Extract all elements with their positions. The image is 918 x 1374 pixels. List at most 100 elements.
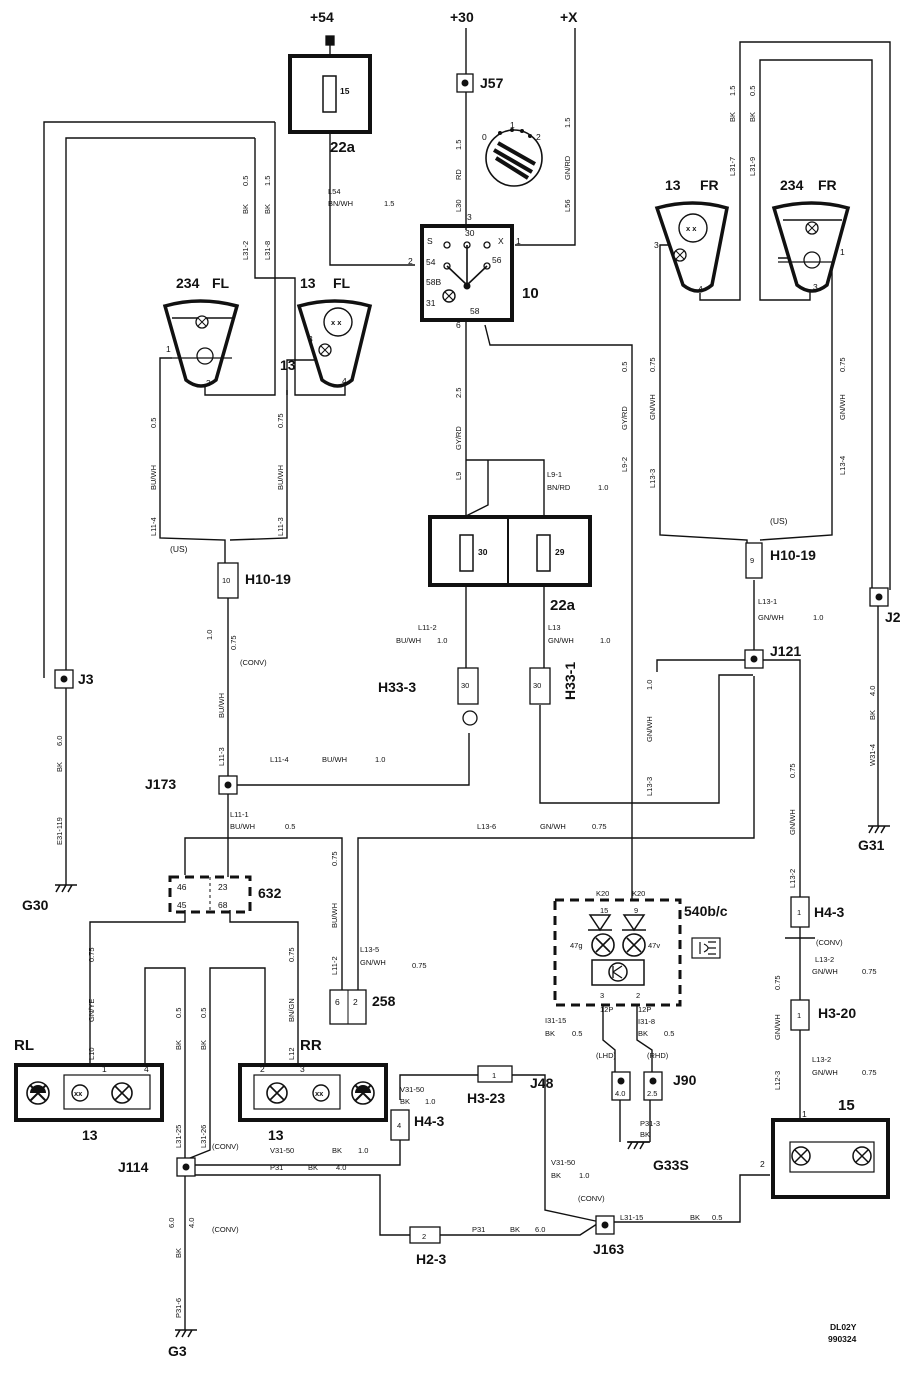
fl13-pin3: 3 — [308, 334, 313, 344]
wl-l31-26-bk: BK — [199, 1040, 208, 1050]
wl-i31-8-bk: BK — [638, 1029, 648, 1038]
wl-l11-3-top: L11-3 — [276, 517, 285, 536]
supply-plusx: +X — [560, 9, 578, 25]
wl-l56: L56 — [563, 199, 572, 212]
h4-3-right-pin: 1 — [797, 908, 801, 917]
wl-buwh05-s: 0.5 — [149, 418, 158, 428]
fuse-box-22a-top — [288, 54, 372, 134]
wire-l12 — [229, 910, 299, 1065]
wl-i31-15-bk: BK — [545, 1029, 555, 1038]
connector-632: 46 23 45 68 632 — [168, 875, 282, 914]
wire-labels: 1.5 RD L30 1.5 GN/RD L56 L54 BN/WH 1.5 0… — [55, 86, 877, 1318]
wl-gnwh136: GN/WH — [540, 822, 566, 831]
sw-term-2: 2 — [408, 256, 413, 266]
sw-term-6: 6 — [456, 320, 461, 330]
sw-term-58: 58 — [470, 306, 480, 316]
wl-12p-b: 12P — [638, 1005, 651, 1014]
wl-l31-8: L31-8 — [263, 241, 272, 260]
wl-gnye: GN/YE — [87, 999, 96, 1022]
wl-bk15r: BK — [728, 112, 737, 122]
g30-symbol — [55, 884, 77, 893]
lamp-15: 15 1 2 — [760, 1097, 890, 1199]
wl-l13-3-top: L13-3 — [648, 469, 657, 488]
h4-3-right-box — [790, 896, 810, 928]
wl-l10: L10 — [87, 1047, 96, 1060]
wl-gyrd05: GY/RD — [620, 406, 629, 430]
wl-p31-bk: BK — [308, 1163, 318, 1172]
lamp-13-fl: x x 13 FL 3 4 13 — [280, 275, 373, 388]
c632-label: 632 — [258, 885, 282, 901]
j90-right-box — [643, 1071, 663, 1101]
rr-pin3: 3 — [300, 1064, 305, 1074]
footer-date: 990324 — [828, 1334, 857, 1344]
h3-23-label: H3-23 — [467, 1090, 505, 1106]
h4-3-left-pin: 4 — [397, 1121, 401, 1130]
fr234-pin1: 1 — [840, 247, 845, 257]
sw-term-31: 31 — [426, 298, 436, 308]
wire-l31-25 — [144, 967, 186, 1160]
fl13-pin4: 4 — [342, 376, 347, 386]
wl-bnwh: BN/WH — [328, 199, 353, 208]
wl-gnrd-s: 1.5 — [563, 118, 572, 128]
diode-9: 9 — [634, 906, 638, 915]
h10-19-right-box — [745, 542, 763, 579]
wire-v31-50b — [399, 1074, 601, 1223]
h2-3-box — [409, 1226, 441, 1244]
wl-buwh075-s: 0.75 — [276, 413, 285, 428]
c632-46: 46 — [177, 882, 187, 892]
sw-term-1: 1 — [516, 236, 521, 246]
wl-l31-15-bk: BK — [690, 1213, 700, 1222]
wl-l13: L13 — [548, 623, 561, 632]
lamp-13-fr: x x 13 FR 3 4 — [654, 177, 730, 294]
ign-pos-0: 0 — [482, 132, 487, 142]
wl-v31-50b: V31-50 — [270, 1146, 294, 1155]
wl-buwh-mid2: BU/WH — [322, 755, 347, 764]
g3-symbol — [175, 1329, 197, 1338]
ign-pos-1: 1 — [510, 120, 515, 130]
wl-conv-l: (CONV) — [240, 658, 267, 667]
wl-conv-b: (CONV) — [212, 1225, 239, 1234]
wl-buwh112: BU/WH — [396, 636, 421, 645]
wire-fl13-3 — [286, 359, 320, 395]
wl-s60: 6.0 — [167, 1218, 176, 1228]
h33-3-box — [457, 667, 479, 705]
c540-t2: 2 — [636, 991, 640, 1000]
plus54-terminal — [325, 35, 335, 46]
lamp13fr-fr: FR — [700, 177, 719, 193]
wire-l9-2 — [484, 324, 633, 900]
wl-bk-g3: BK — [174, 1248, 183, 1258]
wl-l31-2: L31-2 — [241, 241, 250, 260]
wire-l11-4-top — [159, 357, 226, 565]
h3-20-box — [790, 999, 810, 1031]
wl-v31-50b-bk: BK — [332, 1146, 342, 1155]
wl-bk05l-s: 0.5 — [241, 176, 250, 186]
wl-l11-4-top: L11-4 — [149, 517, 158, 536]
wl-l13-2v: L13-2 — [788, 869, 797, 888]
wl-v31-50c-s: 1.0 — [579, 1171, 589, 1180]
j163-dot — [601, 1221, 609, 1229]
j121-label: J121 — [770, 643, 801, 659]
lamp15-label: 15 — [838, 1097, 855, 1114]
wire-l56 — [515, 28, 576, 246]
svg-text:xx: xx — [315, 1089, 324, 1098]
wl-l31-26-s: 0.5 — [199, 1008, 208, 1018]
fuse-22a-top: 15 22a — [288, 35, 372, 156]
wl-l31-25-s: 0.5 — [174, 1008, 183, 1018]
wl-bk40-s: 4.0 — [868, 686, 877, 696]
k20-b: K20 — [632, 889, 645, 898]
g33s-label: G33S — [653, 1157, 689, 1173]
rr-num: 13 — [268, 1127, 284, 1143]
wl-l11-1: L11-1 — [230, 810, 249, 819]
j90-left-box — [611, 1071, 631, 1101]
wl-conv-r: (CONV) — [816, 938, 843, 947]
wl-e31-119: E31-119 — [55, 817, 64, 845]
h33-1-box — [529, 667, 551, 705]
wl-gnwh132a-s: 0.75 — [862, 967, 877, 976]
sw-term-56: 56 — [492, 255, 502, 265]
wl-gnwhl: GN/WH — [648, 394, 657, 420]
fr13-pin4: 4 — [698, 284, 703, 294]
wl-gnwh123: GN/WH — [773, 1014, 782, 1040]
wl-gnwh133-s: 1.0 — [645, 680, 654, 690]
wl-gnwh131-s: 1.0 — [813, 613, 823, 622]
wl-l13-3-mid: L13-3 — [645, 777, 654, 796]
